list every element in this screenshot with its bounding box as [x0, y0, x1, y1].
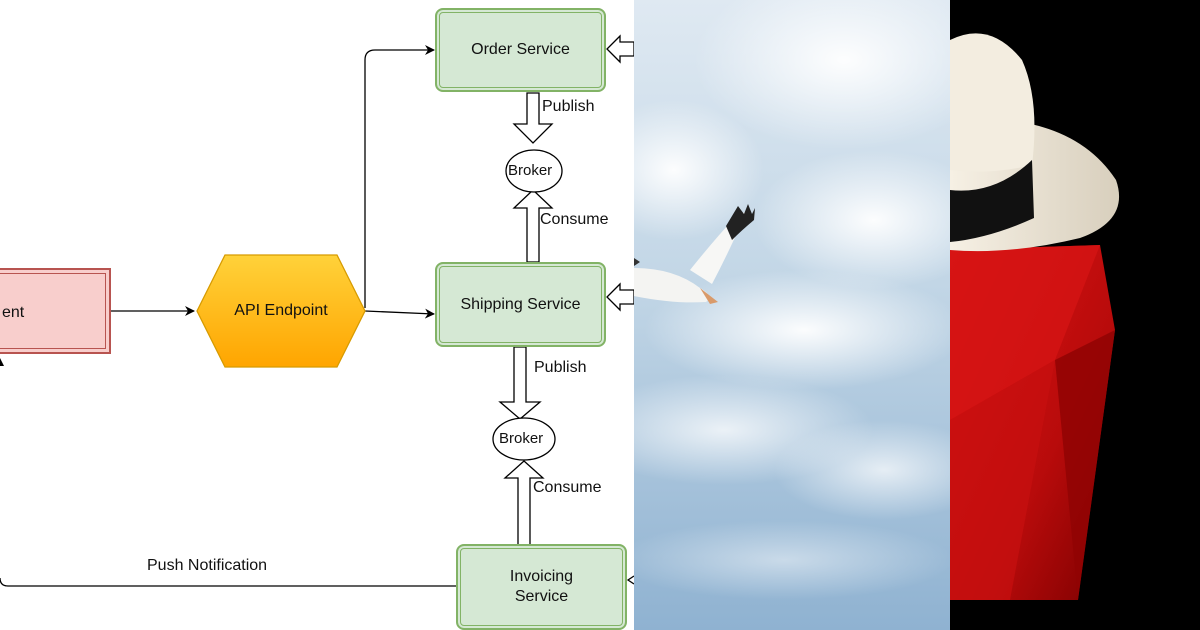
broker-bottom-label: Broker	[499, 430, 544, 447]
shipping-service-node: Shipping Service	[435, 262, 606, 347]
hat-band	[950, 160, 1034, 242]
sky-photo	[634, 0, 950, 630]
api-endpoint-label: API Endpoint	[234, 302, 328, 319]
order-incoming-arrow	[606, 34, 634, 64]
shipping-service-label: Shipping Service	[460, 295, 581, 313]
publish-bottom-label: Publish	[534, 359, 587, 376]
architecture-diagram: ent API Endpoint Order Service Shipping …	[0, 8, 634, 630]
shipping-incoming-arrow	[606, 282, 634, 312]
api-endpoint-node: API Endpoint	[197, 255, 365, 367]
hat-crown	[950, 33, 1035, 172]
api-to-shipping-arrow	[364, 308, 435, 319]
publish-arrow-bottom	[498, 346, 542, 420]
diagram-connectors	[0, 34, 634, 587]
push-notification-line	[0, 577, 457, 587]
sky-illustration	[634, 0, 950, 630]
hat-illustration	[950, 0, 1200, 630]
order-service-node: Order Service	[435, 8, 606, 92]
invoicing-incoming-arrow	[626, 575, 634, 585]
consume-arrow-top	[512, 189, 554, 263]
broker-bottom-shape	[492, 417, 556, 461]
push-notification-arrowhead	[0, 358, 4, 366]
hat-logo-image	[950, 0, 1200, 630]
api-to-order-arrow	[364, 45, 435, 308]
consume-top-label: Consume	[540, 211, 609, 228]
pelican-shape	[634, 204, 755, 304]
invoicing-service-label-line1: Invoicing	[509, 568, 574, 585]
client-node: ent	[0, 268, 111, 354]
consume-bottom-label: Consume	[533, 479, 602, 496]
order-service-label: Order Service	[471, 41, 570, 58]
api-endpoint-shape	[196, 254, 366, 368]
push-notification-label: Push Notification	[147, 557, 268, 574]
invoicing-service-label-line2: Service	[514, 588, 569, 605]
publish-top-label: Publish	[542, 98, 595, 115]
broker-top-label: Broker	[508, 162, 553, 179]
consume-arrow-bottom	[503, 460, 545, 546]
broker-top-shape	[505, 149, 563, 193]
invoicing-service-node: Invoicing Service	[456, 544, 627, 630]
client-label: ent	[2, 304, 25, 321]
publish-arrow-top	[512, 92, 554, 144]
